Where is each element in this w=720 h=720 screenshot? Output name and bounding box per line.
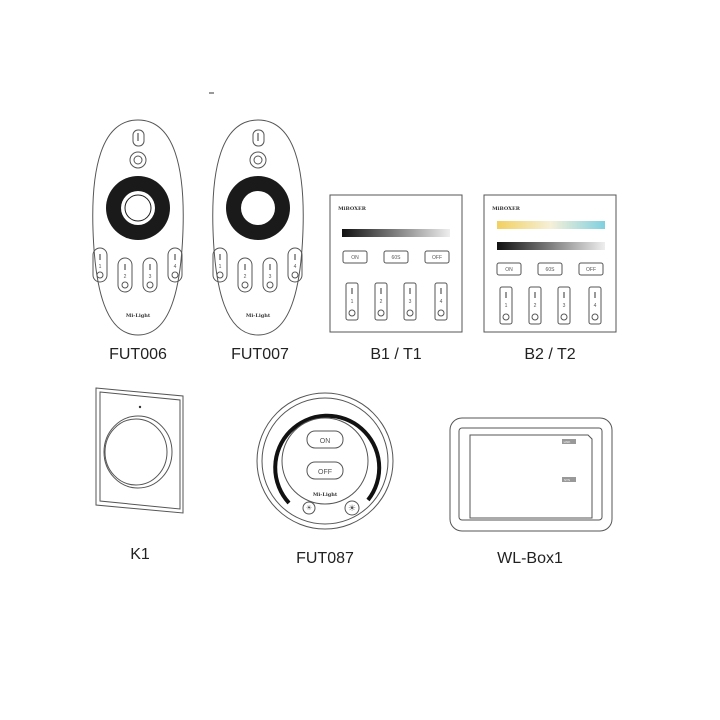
label-b1-t1: B1 / T1 [370, 346, 421, 363]
svg-text:ON: ON [320, 438, 331, 445]
b2-panel: MiBOXER ON 60S OFF 1 2 3 4 [483, 194, 617, 333]
label-k1: K1 [130, 546, 150, 563]
sun-large-icon [344, 500, 360, 516]
zone-2-button[interactable] [237, 257, 253, 293]
zone-label: 4 [174, 264, 177, 270]
on-button[interactable] [496, 262, 522, 276]
zone-label: 3 [149, 274, 152, 280]
zone-label: 1 [351, 299, 354, 305]
link-switch[interactable] [562, 439, 576, 444]
zone-2-button[interactable] [117, 257, 133, 293]
svg-text:☀: ☀ [306, 504, 312, 512]
brightness-bar[interactable] [497, 242, 605, 250]
off-button[interactable] [578, 262, 604, 276]
svg-text:☀: ☀ [348, 503, 356, 513]
sun-small-icon [302, 501, 316, 515]
zone-4-button[interactable] [167, 247, 183, 283]
zone-label: 3 [409, 299, 412, 305]
k1-knob-panel [95, 387, 184, 514]
brand-logo: MiBOXER [338, 206, 367, 212]
rotary-knob[interactable] [103, 415, 173, 489]
off-button[interactable] [306, 461, 344, 480]
zone-label: 1 [99, 264, 102, 270]
color-temp-bar[interactable] [497, 221, 605, 229]
zone-label: 3 [269, 274, 272, 280]
svg-text:OFF: OFF [318, 469, 332, 476]
label-fut087: FUT087 [296, 550, 354, 567]
label-fut006: FUT006 [109, 346, 167, 363]
label-b2-t2: B2 / T2 [524, 346, 575, 363]
b1-panel: MiBOXER ON 60S OFF 1 2 3 4 [329, 194, 463, 333]
timer-button[interactable] [537, 262, 563, 276]
zone-label: 4 [294, 264, 297, 270]
sys-switch[interactable] [562, 477, 576, 482]
on-label: ON [505, 267, 513, 273]
zone-label: 2 [244, 274, 247, 280]
zone-3-button[interactable] [142, 257, 158, 293]
zone-4-button[interactable] [434, 282, 448, 321]
zone-3-button[interactable] [262, 257, 278, 293]
zone-4-button[interactable] [287, 247, 303, 283]
fut087-remote: ON OFF Mi-Light ☀ ☀ [256, 392, 394, 530]
fut007-remote: Mi-Light 1 2 3 4 [212, 119, 304, 336]
brand-logo: MiBOXER [492, 206, 521, 212]
zone-2-button[interactable] [528, 286, 542, 325]
zone-label: 2 [380, 299, 383, 305]
off-label: OFF [432, 255, 442, 261]
zone-label: 4 [594, 303, 597, 309]
on-button[interactable] [342, 250, 368, 264]
timer-label: 60S [392, 255, 402, 261]
on-label: ON [351, 255, 359, 261]
off-label: OFF [586, 267, 596, 273]
dimming-ring[interactable] [273, 413, 382, 505]
zone-label: 1 [219, 264, 222, 270]
svg-text:SYS: SYS [564, 478, 570, 482]
label-fut007: FUT007 [231, 346, 289, 363]
wl-box1: LINK SYS [449, 417, 613, 532]
zone-3-button[interactable] [557, 286, 571, 325]
zone-label: 2 [124, 274, 127, 280]
brightness-bar[interactable] [342, 229, 450, 237]
off-button[interactable] [424, 250, 450, 264]
zone-1-button[interactable] [499, 286, 513, 325]
on-button[interactable] [306, 430, 344, 449]
zone-label: 2 [534, 303, 537, 309]
svg-text:LINK: LINK [564, 440, 571, 444]
zone-4-button[interactable] [588, 286, 602, 325]
brand-logo: Mi-Light [126, 313, 151, 319]
zone-1-button[interactable] [212, 247, 228, 283]
zone-1-button[interactable] [92, 247, 108, 283]
zone-label: 1 [505, 303, 508, 309]
zone-label: 3 [563, 303, 566, 309]
fut006-remote: Mi-Light 1 2 3 4 [92, 119, 184, 336]
zone-label: 4 [440, 299, 443, 305]
zone-1-button[interactable] [345, 282, 359, 321]
zone-3-button[interactable] [403, 282, 417, 321]
brand-logo: Mi-Light [246, 313, 271, 319]
timer-button[interactable] [383, 250, 409, 264]
label-wl-box1: WL-Box1 [497, 550, 563, 567]
timer-label: 60S [546, 267, 556, 273]
svg-text:Mi-Light: Mi-Light [313, 492, 338, 498]
zone-2-button[interactable] [374, 282, 388, 321]
